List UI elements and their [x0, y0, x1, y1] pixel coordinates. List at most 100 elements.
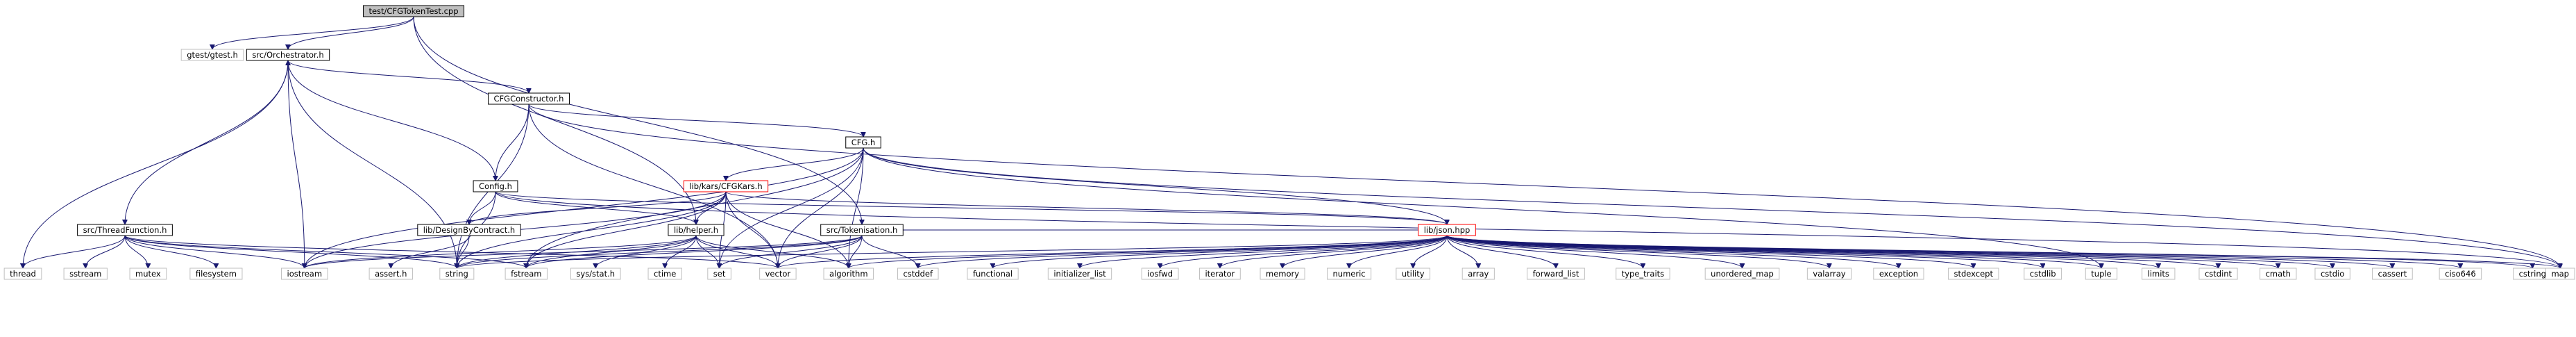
edge-helper-to-algorithm [695, 235, 849, 268]
edge-tokenisation-to-vector [778, 235, 863, 268]
edge-json-to-cstddef [918, 235, 1448, 268]
edge-layer [23, 16, 2560, 268]
node-cassert: cassert [2372, 268, 2413, 280]
node-box [1616, 268, 1670, 280]
node-label: array [1468, 269, 1489, 279]
node-label: initializer_list [1053, 269, 1106, 279]
edge-threadfunction-to-iostream [124, 235, 305, 268]
node-box [1327, 268, 1372, 280]
node-label: filesystem [196, 269, 237, 279]
node-box [1461, 268, 1495, 280]
node-box[interactable] [668, 224, 724, 236]
node-label: fstream [511, 269, 541, 279]
node-box [1806, 268, 1852, 280]
node-label: src/Tokenisation.h [827, 225, 898, 235]
node-label: functional [973, 269, 1012, 279]
node-box [180, 49, 244, 61]
edge-cfg-to-map [863, 147, 2560, 268]
node-box [647, 268, 682, 280]
node-label: stdexcept [1954, 269, 1993, 279]
edge-cfg-to-cfgkars [726, 147, 864, 181]
node-exception: exception [1873, 268, 1924, 280]
edge-cfgkars-to-vector [725, 191, 778, 268]
node-box [2198, 268, 2238, 280]
node-box[interactable] [683, 180, 769, 192]
edge-helper-to-fstream [526, 235, 697, 268]
node-vector: vector [759, 268, 797, 280]
node-cstring: cstring [2513, 268, 2552, 280]
node-functional: functional [967, 268, 1019, 280]
edge-json-to-valarray [1446, 235, 1829, 268]
edge-cfgconstructor-to-map [528, 104, 2560, 268]
node-label: memory [1266, 269, 1299, 279]
node-box [2142, 268, 2176, 280]
edge-json-to-utility [1413, 235, 1448, 268]
edge-cfg-to-iostream [305, 147, 864, 268]
node-json[interactable]: lib/json.hpp [1418, 224, 1476, 236]
edge-threadfunction-to-thread [23, 235, 126, 268]
node-label: sys/stat.h [576, 269, 615, 279]
node-cstdint: cstdint [2198, 268, 2238, 280]
node-box [1873, 268, 1924, 280]
node-label: cstddef [903, 269, 933, 279]
edge-json-to-unordered_map [1446, 235, 1743, 268]
edge-json-to-vector [778, 235, 1448, 268]
edge-json-to-iterator [1220, 235, 1448, 268]
node-orchestrator[interactable]: src/Orchestrator.h [246, 49, 330, 61]
node-helper[interactable]: lib/helper.h [668, 224, 724, 236]
edge-json-to-cstdio [1446, 235, 2332, 268]
node-box [63, 268, 108, 280]
edge-orchestrator-to-cfgconstructor [287, 60, 529, 93]
node-cstddef: cstddef [897, 268, 939, 280]
edge-threadfunction-to-string [124, 235, 457, 268]
node-box[interactable] [417, 224, 521, 236]
node-label: ciso646 [2445, 269, 2476, 279]
node-box [439, 268, 475, 280]
node-box [823, 268, 874, 280]
node-string: string [439, 268, 475, 280]
node-iosfwd: iosfwd [1141, 268, 1179, 280]
edge-designbycontract-to-asserth [391, 235, 470, 268]
node-box[interactable] [1418, 224, 1476, 236]
edge-json-to-forward_list [1446, 235, 1556, 268]
node-sstream: sstream [63, 268, 108, 280]
node-designbycontract[interactable]: lib/DesignByContract.h [417, 224, 521, 236]
node-label: iterator [1205, 269, 1235, 279]
edge-json-to-cmath [1446, 235, 2278, 268]
edge-json-to-string [457, 235, 1448, 268]
edge-helper-to-vector [695, 235, 778, 268]
node-config[interactable]: Config.h [473, 180, 518, 192]
node-sysstat: sys/stat.h [570, 268, 621, 280]
node-box[interactable] [820, 224, 904, 236]
node-box [2085, 268, 2118, 280]
edge-cfg-to-algorithm [849, 147, 864, 268]
node-forward-list: forward_list [1527, 268, 1585, 280]
node-box [129, 268, 167, 280]
node-box[interactable] [488, 92, 570, 105]
node-box[interactable] [246, 49, 330, 61]
node-box [1527, 268, 1585, 280]
node-utility: utility [1396, 268, 1431, 280]
node-box[interactable] [77, 224, 173, 236]
node-label: iosfwd [1147, 269, 1173, 279]
node-label: test/CFGTokenTest.cpp [368, 6, 458, 16]
node-label: numeric [1333, 269, 1366, 279]
edge-json-to-numeric [1349, 235, 1448, 268]
node-label: ctime [654, 269, 676, 279]
node-label: type_traits [1622, 269, 1664, 279]
node-threadfunction[interactable]: src/ThreadFunction.h [77, 224, 173, 236]
node-thread: thread [3, 268, 42, 280]
node-label: map [2551, 269, 2569, 279]
node-box[interactable] [473, 180, 518, 192]
node-label: cstdint [2205, 269, 2232, 279]
node-box[interactable] [845, 136, 881, 149]
node-label: iostream [287, 269, 323, 279]
node-asserth: assert.h [368, 268, 413, 280]
node-cfgkars[interactable]: lib/kars/CFGKars.h [683, 180, 769, 192]
node-cfgconstructor[interactable]: CFGConstructor.h [488, 92, 570, 105]
edge-json-to-stdexcept [1446, 235, 1974, 268]
node-root: test/CFGTokenTest.cpp [362, 5, 465, 17]
node-array: array [1461, 268, 1495, 280]
node-tokenisation[interactable]: src/Tokenisation.h [820, 224, 904, 236]
node-cfg[interactable]: CFG.h [845, 136, 881, 149]
